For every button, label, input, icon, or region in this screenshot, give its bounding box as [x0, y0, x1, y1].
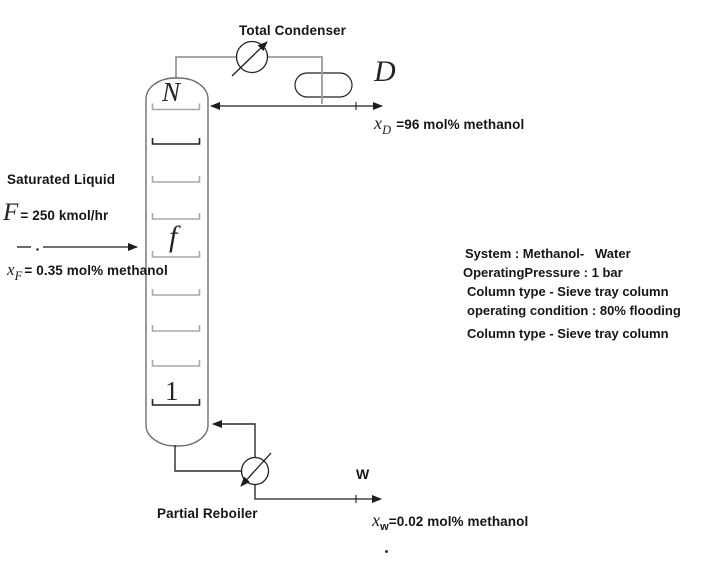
bottoms-stream-symbol: W	[356, 466, 370, 482]
reflux-drum	[294, 72, 353, 98]
note-column-type: Column type - Sieve tray column	[467, 284, 669, 299]
distillate-composition: xD =96 mol% methanol	[374, 113, 524, 138]
feed-composition: xF= 0.35 mol% methanol	[7, 260, 168, 284]
condenser-diagonal-arrow	[231, 41, 268, 77]
total-condenser-label: Total Condenser	[239, 23, 347, 38]
feed-dot	[36, 248, 39, 251]
xw-subscript: w	[380, 521, 389, 533]
operating-notes: System : Methanol- Water OperatingPressu…	[463, 244, 681, 343]
pipe-column-to-condenser	[175, 56, 236, 79]
pipe-condenser-to-drum	[268, 56, 323, 104]
xd-value: =96 mol% methanol	[396, 117, 525, 132]
tray	[151, 176, 201, 183]
xf-subscript: F	[14, 269, 23, 283]
bottom-tray-label: 1	[165, 376, 179, 406]
tray-bottom	[151, 399, 201, 406]
distillate-stream-symbol: D	[374, 55, 396, 88]
xf-value: = 0.35 mol% methanol	[24, 263, 168, 278]
xw-symbol: x	[372, 510, 381, 530]
xw-value: =0.02 mol% methanol	[388, 514, 529, 529]
bottoms-outlet-line	[254, 485, 382, 503]
note-column-type-2: Column type - Sieve tray column	[467, 326, 669, 341]
tray	[151, 289, 201, 296]
stray-mark	[385, 550, 388, 553]
xd-symbol: x	[374, 113, 383, 133]
feed-flow-label: F= 250 kmol/hr	[3, 199, 108, 227]
note-pressure: OperatingPressure : 1 bar	[463, 265, 623, 280]
bottoms-composition: xw=0.02 mol% methanol	[372, 510, 528, 533]
top-tray-label: N	[162, 77, 181, 107]
pipe-column-to-reboiler	[174, 445, 241, 472]
tray	[151, 138, 201, 145]
tray	[151, 103, 201, 111]
tray	[151, 325, 201, 332]
tray-feed	[151, 251, 201, 258]
column-shell	[145, 77, 209, 447]
feed-symbol: F	[3, 199, 19, 226]
feed-state-label: Saturated Liquid	[7, 172, 116, 187]
vapor-return-pipe	[212, 420, 256, 457]
xd-subscript: D	[382, 123, 392, 137]
feed-flow-value: = 250 kmol/hr	[20, 208, 109, 223]
note-operating-condition: operating condition : 80% flooding	[467, 303, 681, 318]
reboiler-diagonal-arrow	[240, 452, 272, 487]
xf-symbol: x	[7, 260, 15, 279]
feed-tray-label: f	[169, 220, 178, 253]
tray	[151, 360, 201, 367]
partial-reboiler-label: Partial Reboiler	[157, 506, 258, 521]
tray	[151, 213, 201, 220]
note-system: System : Methanol- Water	[465, 246, 631, 261]
